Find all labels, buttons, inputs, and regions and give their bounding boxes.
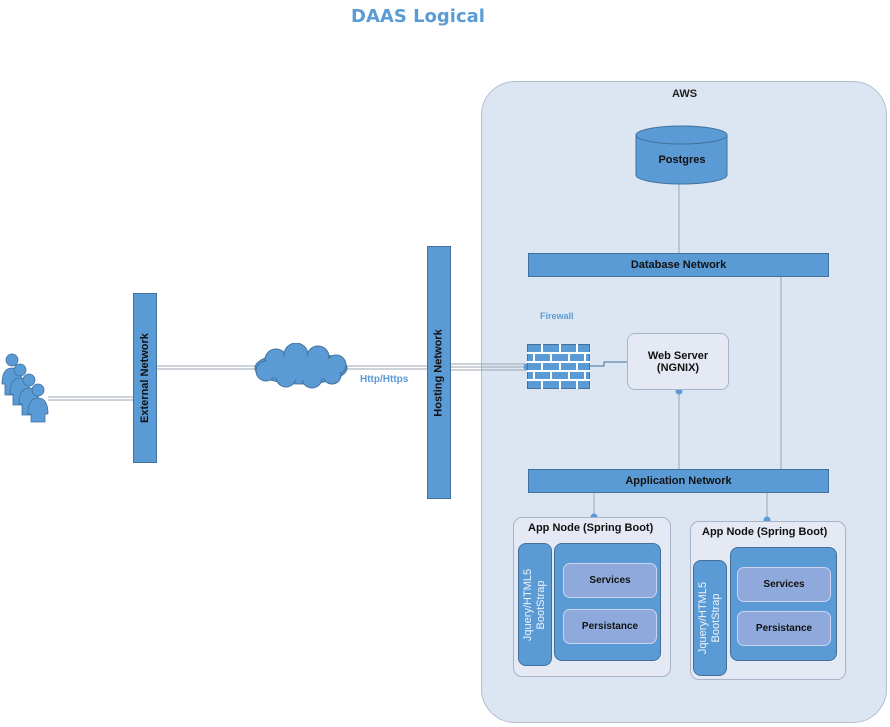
app-node-1-ui-layer: Jquery/HTML5 BootStrap xyxy=(518,543,552,666)
cloud-icon xyxy=(254,343,348,389)
brick-wall-icon xyxy=(527,344,590,389)
aws-label: AWS xyxy=(672,88,698,100)
database-cylinder-icon xyxy=(635,125,728,185)
database-network-label: Database Network xyxy=(630,259,727,271)
app-node-1-title: App Node (Spring Boot) xyxy=(528,522,654,534)
app-node-1-ui-line1: Jquery/HTML5 xyxy=(522,568,535,641)
hosting-network-bar: Hosting Network xyxy=(427,246,451,499)
users-group-icon xyxy=(1,353,49,423)
diagram-title: DAAS Logical xyxy=(351,6,485,27)
app-node-2-persistence: Persistance xyxy=(737,611,831,646)
application-network-bar: Application Network xyxy=(528,469,829,493)
external-network-bar: External Network xyxy=(133,293,157,463)
app-node-1-persistence: Persistance xyxy=(563,609,657,644)
hosting-network-label: Hosting Network xyxy=(433,328,445,417)
web-server-box: Web Server (NGNIX) xyxy=(627,333,729,390)
app-node-2-services: Services xyxy=(737,567,831,602)
app-node-2-ui-line2: BootStrap xyxy=(710,593,723,643)
app-node-1-ui-line2: BootStrap xyxy=(535,580,548,629)
application-network-label: Application Network xyxy=(625,475,732,487)
app-node-1-services: Services xyxy=(563,563,657,598)
firewall-label: Firewall xyxy=(540,311,574,321)
web-server-name: Web Server xyxy=(647,349,709,362)
web-server-type: (NGNIX) xyxy=(656,361,700,374)
protocol-label: Http/Https xyxy=(360,374,409,385)
postgres-label: Postgres xyxy=(658,154,706,166)
database-network-bar: Database Network xyxy=(528,253,829,277)
app-node-2-ui-line1: Jquery/HTML5 xyxy=(697,581,710,655)
app-node-2-ui-layer: Jquery/HTML5 BootStrap xyxy=(693,560,727,676)
external-network-label: External Network xyxy=(139,333,151,423)
app-node-2-title: App Node (Spring Boot) xyxy=(702,526,828,538)
